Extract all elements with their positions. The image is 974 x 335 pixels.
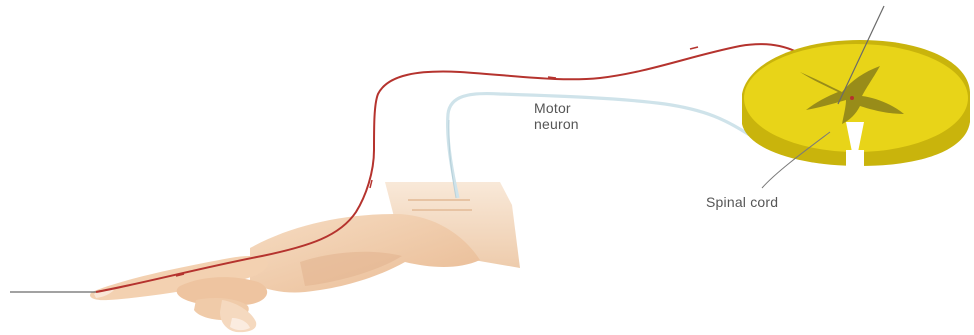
motor-neuron-label: Motor neuron — [534, 100, 614, 132]
spinal-cord-label: Spinal cord — [706, 194, 778, 210]
hand-illustration — [90, 182, 520, 332]
motor-neuron-label-line2: neuron — [534, 116, 614, 132]
spinal-cord-cross-section — [742, 40, 970, 166]
motor-neuron-label-line1: Motor — [534, 100, 614, 116]
